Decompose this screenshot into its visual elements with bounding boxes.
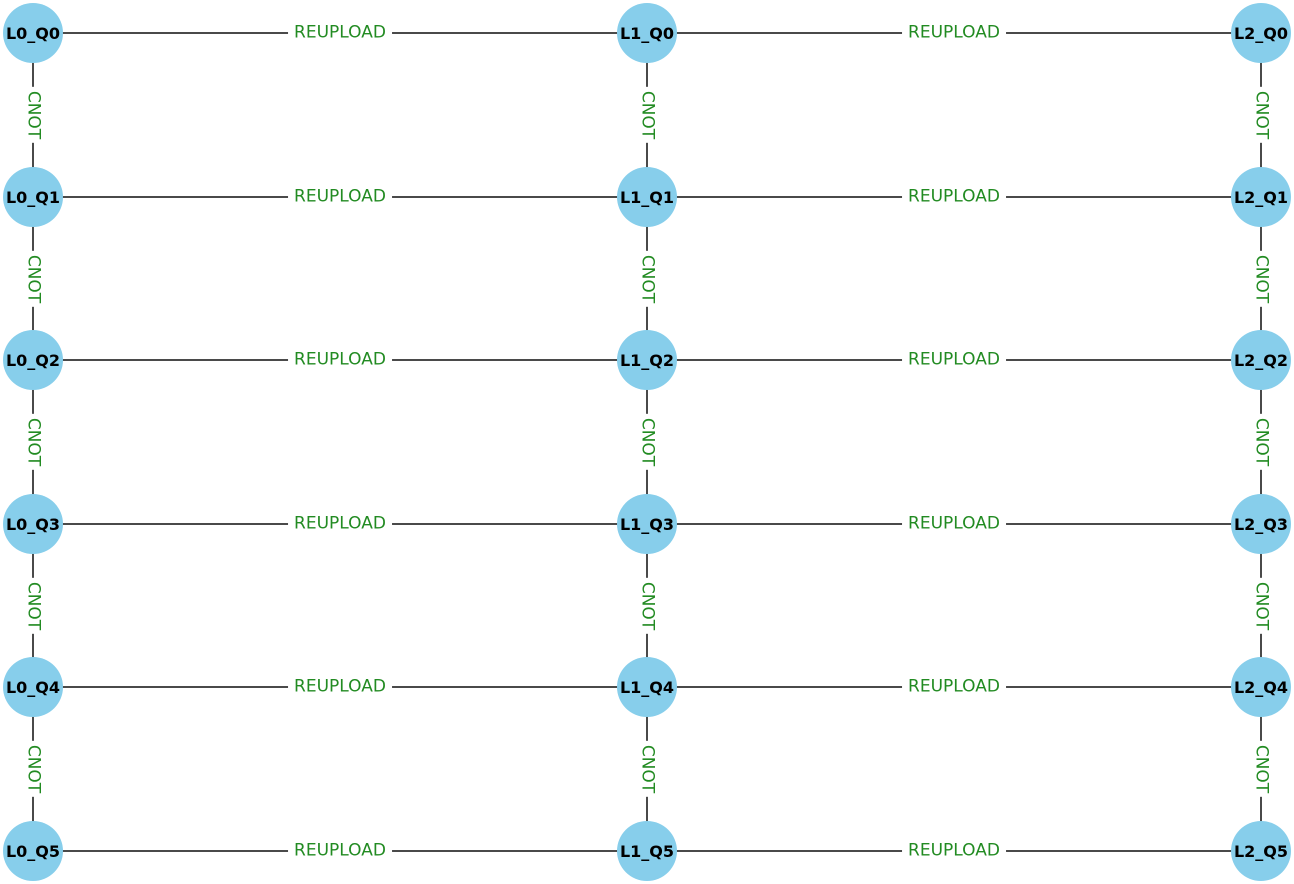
graph-node: L0_Q3 bbox=[3, 494, 63, 554]
node-label: L0_Q0 bbox=[5, 23, 61, 43]
edge-label-cnot: CNOT bbox=[21, 740, 45, 798]
node-label: L2_Q4 bbox=[1233, 677, 1289, 697]
edge-label-reupload: REUPLOAD bbox=[902, 348, 1006, 372]
graph-node: L2_Q1 bbox=[1231, 167, 1291, 227]
node-label: L0_Q5 bbox=[5, 841, 61, 861]
graph-node: L1_Q1 bbox=[617, 167, 677, 227]
edge-label-cnot: CNOT bbox=[1249, 740, 1273, 798]
edge-label-cnot: CNOT bbox=[635, 250, 659, 307]
edge-label-reupload: REUPLOAD bbox=[902, 21, 1006, 45]
edge-label-cnot: CNOT bbox=[21, 413, 45, 471]
node-label: L1_Q1 bbox=[619, 187, 675, 207]
edge-label-cnot: CNOT bbox=[635, 86, 659, 144]
graph-node: L2_Q5 bbox=[1231, 821, 1291, 881]
edge-label-reupload: REUPLOAD bbox=[288, 512, 392, 536]
edge-label-cnot: CNOT bbox=[21, 577, 45, 634]
edge-label-cnot: CNOT bbox=[635, 577, 659, 634]
node-label: L1_Q5 bbox=[619, 841, 675, 861]
edge-label-cnot: CNOT bbox=[21, 86, 45, 144]
graph-node: L1_Q5 bbox=[617, 821, 677, 881]
edge-label-reupload: REUPLOAD bbox=[288, 675, 392, 699]
graph-node: L1_Q0 bbox=[617, 3, 677, 63]
node-label: L0_Q3 bbox=[5, 514, 61, 534]
edge-label-cnot: CNOT bbox=[1249, 250, 1273, 307]
graph-node: L0_Q4 bbox=[3, 657, 63, 717]
edge-label-reupload: REUPLOAD bbox=[902, 839, 1006, 863]
node-label: L2_Q5 bbox=[1233, 841, 1289, 861]
edge-label-cnot: CNOT bbox=[635, 413, 659, 471]
graph-node: L2_Q0 bbox=[1231, 3, 1291, 63]
graph-node: L2_Q2 bbox=[1231, 330, 1291, 390]
edge-label-cnot: CNOT bbox=[1249, 577, 1273, 634]
node-label: L2_Q2 bbox=[1233, 350, 1289, 370]
edge-label-reupload: REUPLOAD bbox=[902, 512, 1006, 536]
graph-node: L0_Q0 bbox=[3, 3, 63, 63]
graph-node: L0_Q1 bbox=[3, 167, 63, 227]
graph-node: L2_Q4 bbox=[1231, 657, 1291, 717]
edge-label-reupload: REUPLOAD bbox=[902, 185, 1006, 209]
node-label: L2_Q0 bbox=[1233, 23, 1289, 43]
node-label: L1_Q4 bbox=[619, 677, 675, 697]
node-label: L0_Q2 bbox=[5, 350, 61, 370]
graph-node: L1_Q4 bbox=[617, 657, 677, 717]
node-label: L2_Q3 bbox=[1233, 514, 1289, 534]
edge-label-cnot: CNOT bbox=[635, 740, 659, 798]
node-label: L1_Q3 bbox=[619, 514, 675, 534]
node-label: L0_Q4 bbox=[5, 677, 61, 697]
graph-node: L0_Q5 bbox=[3, 821, 63, 881]
edge-label-reupload: REUPLOAD bbox=[288, 21, 392, 45]
edge-label-reupload: REUPLOAD bbox=[902, 675, 1006, 699]
graph-node: L1_Q2 bbox=[617, 330, 677, 390]
edge-label-cnot: CNOT bbox=[1249, 86, 1273, 144]
graph-node: L2_Q3 bbox=[1231, 494, 1291, 554]
node-label: L0_Q1 bbox=[5, 187, 61, 207]
edge-label-reupload: REUPLOAD bbox=[288, 185, 392, 209]
edge-label-reupload: REUPLOAD bbox=[288, 839, 392, 863]
edge-label-cnot: CNOT bbox=[1249, 413, 1273, 471]
node-label: L1_Q0 bbox=[619, 23, 675, 43]
graph-node: L1_Q3 bbox=[617, 494, 677, 554]
node-label: L1_Q2 bbox=[619, 350, 675, 370]
graph-node: L0_Q2 bbox=[3, 330, 63, 390]
edge-label-cnot: CNOT bbox=[21, 250, 45, 307]
node-label: L2_Q1 bbox=[1233, 187, 1289, 207]
edge-label-reupload: REUPLOAD bbox=[288, 348, 392, 372]
